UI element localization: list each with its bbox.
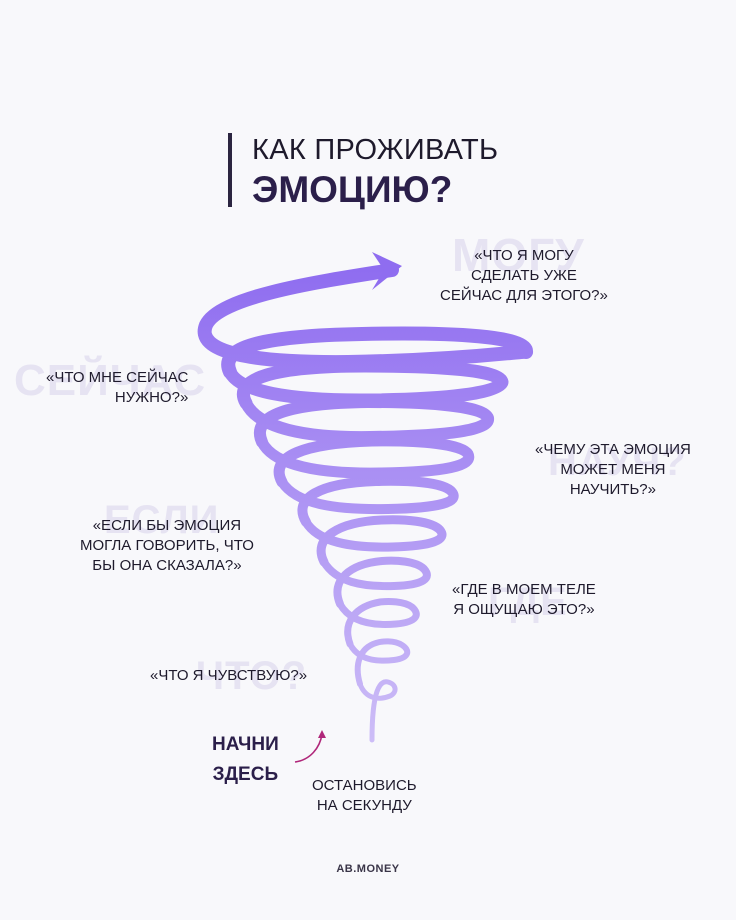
watermark-gde: ГДЕ bbox=[488, 580, 568, 624]
watermark-seychas: СЕЙЧАС bbox=[14, 356, 207, 405]
page-title-line1: КАК ПРОЖИВАТЬ bbox=[252, 134, 499, 166]
watermark-esli: ЕСЛИ bbox=[104, 498, 220, 542]
question-if-speak: «ЕСЛИ БЫ ЭМОЦИЯ МОГЛА ГОВОРИТЬ, ЧТО БЫ О… bbox=[80, 517, 254, 574]
start-here-label: НАЧНИ ЗДЕСЬ bbox=[212, 734, 279, 785]
spiral-arrow-head bbox=[372, 252, 402, 290]
watermark-mogu: МОГУ bbox=[452, 229, 585, 281]
question-what-feel: «ЧТО Я ЧУВСТВУЮ?» bbox=[150, 667, 308, 684]
brand-logo-text: AB.MONEY bbox=[336, 863, 400, 875]
spiral-coil bbox=[197, 263, 534, 743]
title-accent-bar bbox=[228, 133, 232, 207]
watermark-nauch: НАУЧ? bbox=[548, 440, 687, 484]
question-teach: «ЧЕМУ ЭТА ЭМОЦИЯ МОЖЕТ МЕНЯ НАУЧИТЬ?» bbox=[535, 441, 691, 498]
question-where-body: «ГДЕ В МОЕМ ТЕЛЕ Я ОЩУЩАЮ ЭТО?» bbox=[452, 581, 596, 618]
question-can-do: «ЧТО Я МОГУ СДЕЛАТЬ УЖЕ СЕЙЧАС ДЛЯ ЭТОГО… bbox=[440, 247, 608, 304]
page-title-line2: ЭМОЦИЮ? bbox=[252, 169, 453, 210]
start-hint-arrow bbox=[294, 733, 323, 763]
stop-for-a-second-label: ОСТАНОВИСЬ НА СЕКУНДУ bbox=[312, 777, 417, 814]
watermark-chto: ЧТО? bbox=[196, 654, 308, 698]
question-need-now: «ЧТО МНЕ СЕЙЧАС НУЖНО?» bbox=[46, 369, 189, 406]
